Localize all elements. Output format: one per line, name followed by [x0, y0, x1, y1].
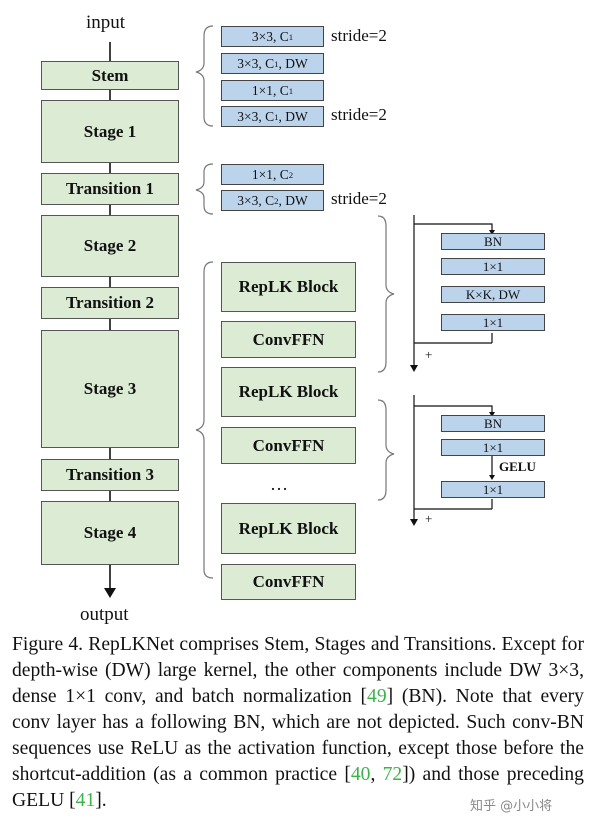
- replk-conv-kxk-dw: K×K, DW: [441, 286, 545, 303]
- convffn-conv-1x1-b: 1×1: [441, 481, 545, 498]
- stage-1-box: Stage 1: [41, 100, 179, 163]
- convffn-3: ConvFFN: [221, 564, 356, 600]
- stage-4-box: Stage 4: [41, 501, 179, 565]
- replk-conv-1x1-b: 1×1: [441, 314, 545, 331]
- replk-plus: +: [425, 347, 433, 362]
- replk-block-2: RepLK Block: [221, 367, 356, 417]
- citation-41[interactable]: 41: [75, 790, 96, 811]
- citation-49[interactable]: 49: [367, 686, 387, 707]
- stride-label-2: stride=2: [331, 105, 387, 124]
- convffn-conv-1x1-a: 1×1: [441, 439, 545, 456]
- convffn-1: ConvFFN: [221, 321, 356, 358]
- output-label: output: [80, 604, 129, 625]
- transition-3-box: Transition 3: [41, 459, 179, 491]
- transition-2-box: Transition 2: [41, 287, 179, 319]
- convffn-2: ConvFFN: [221, 427, 356, 464]
- replk-bn: BN: [441, 233, 545, 250]
- stage-3-box: Stage 3: [41, 330, 179, 448]
- stage-2-box: Stage 2: [41, 215, 179, 277]
- convffn-plus: +: [425, 511, 433, 526]
- stride-label-1: stride=2: [331, 26, 387, 45]
- ellipsis: …: [270, 474, 288, 494]
- replk-block-3: RepLK Block: [221, 503, 356, 554]
- convffn-bn: BN: [441, 415, 545, 432]
- transition-1-box: Transition 1: [41, 173, 179, 205]
- figure-caption: Figure 4. RepLKNet comprises Stem, Stage…: [12, 634, 584, 811]
- replk-conv-1x1-a: 1×1: [441, 258, 545, 275]
- gelu-label: GELU: [499, 459, 536, 474]
- watermark: 知乎 @小小将: [470, 799, 553, 814]
- citation-40[interactable]: 40: [350, 764, 371, 785]
- stride-label-3: stride=2: [331, 189, 387, 208]
- input-label: input: [86, 12, 126, 33]
- replk-block-1: RepLK Block: [221, 262, 356, 312]
- stem-box: Stem: [41, 61, 179, 90]
- citation-72[interactable]: 72: [382, 764, 403, 785]
